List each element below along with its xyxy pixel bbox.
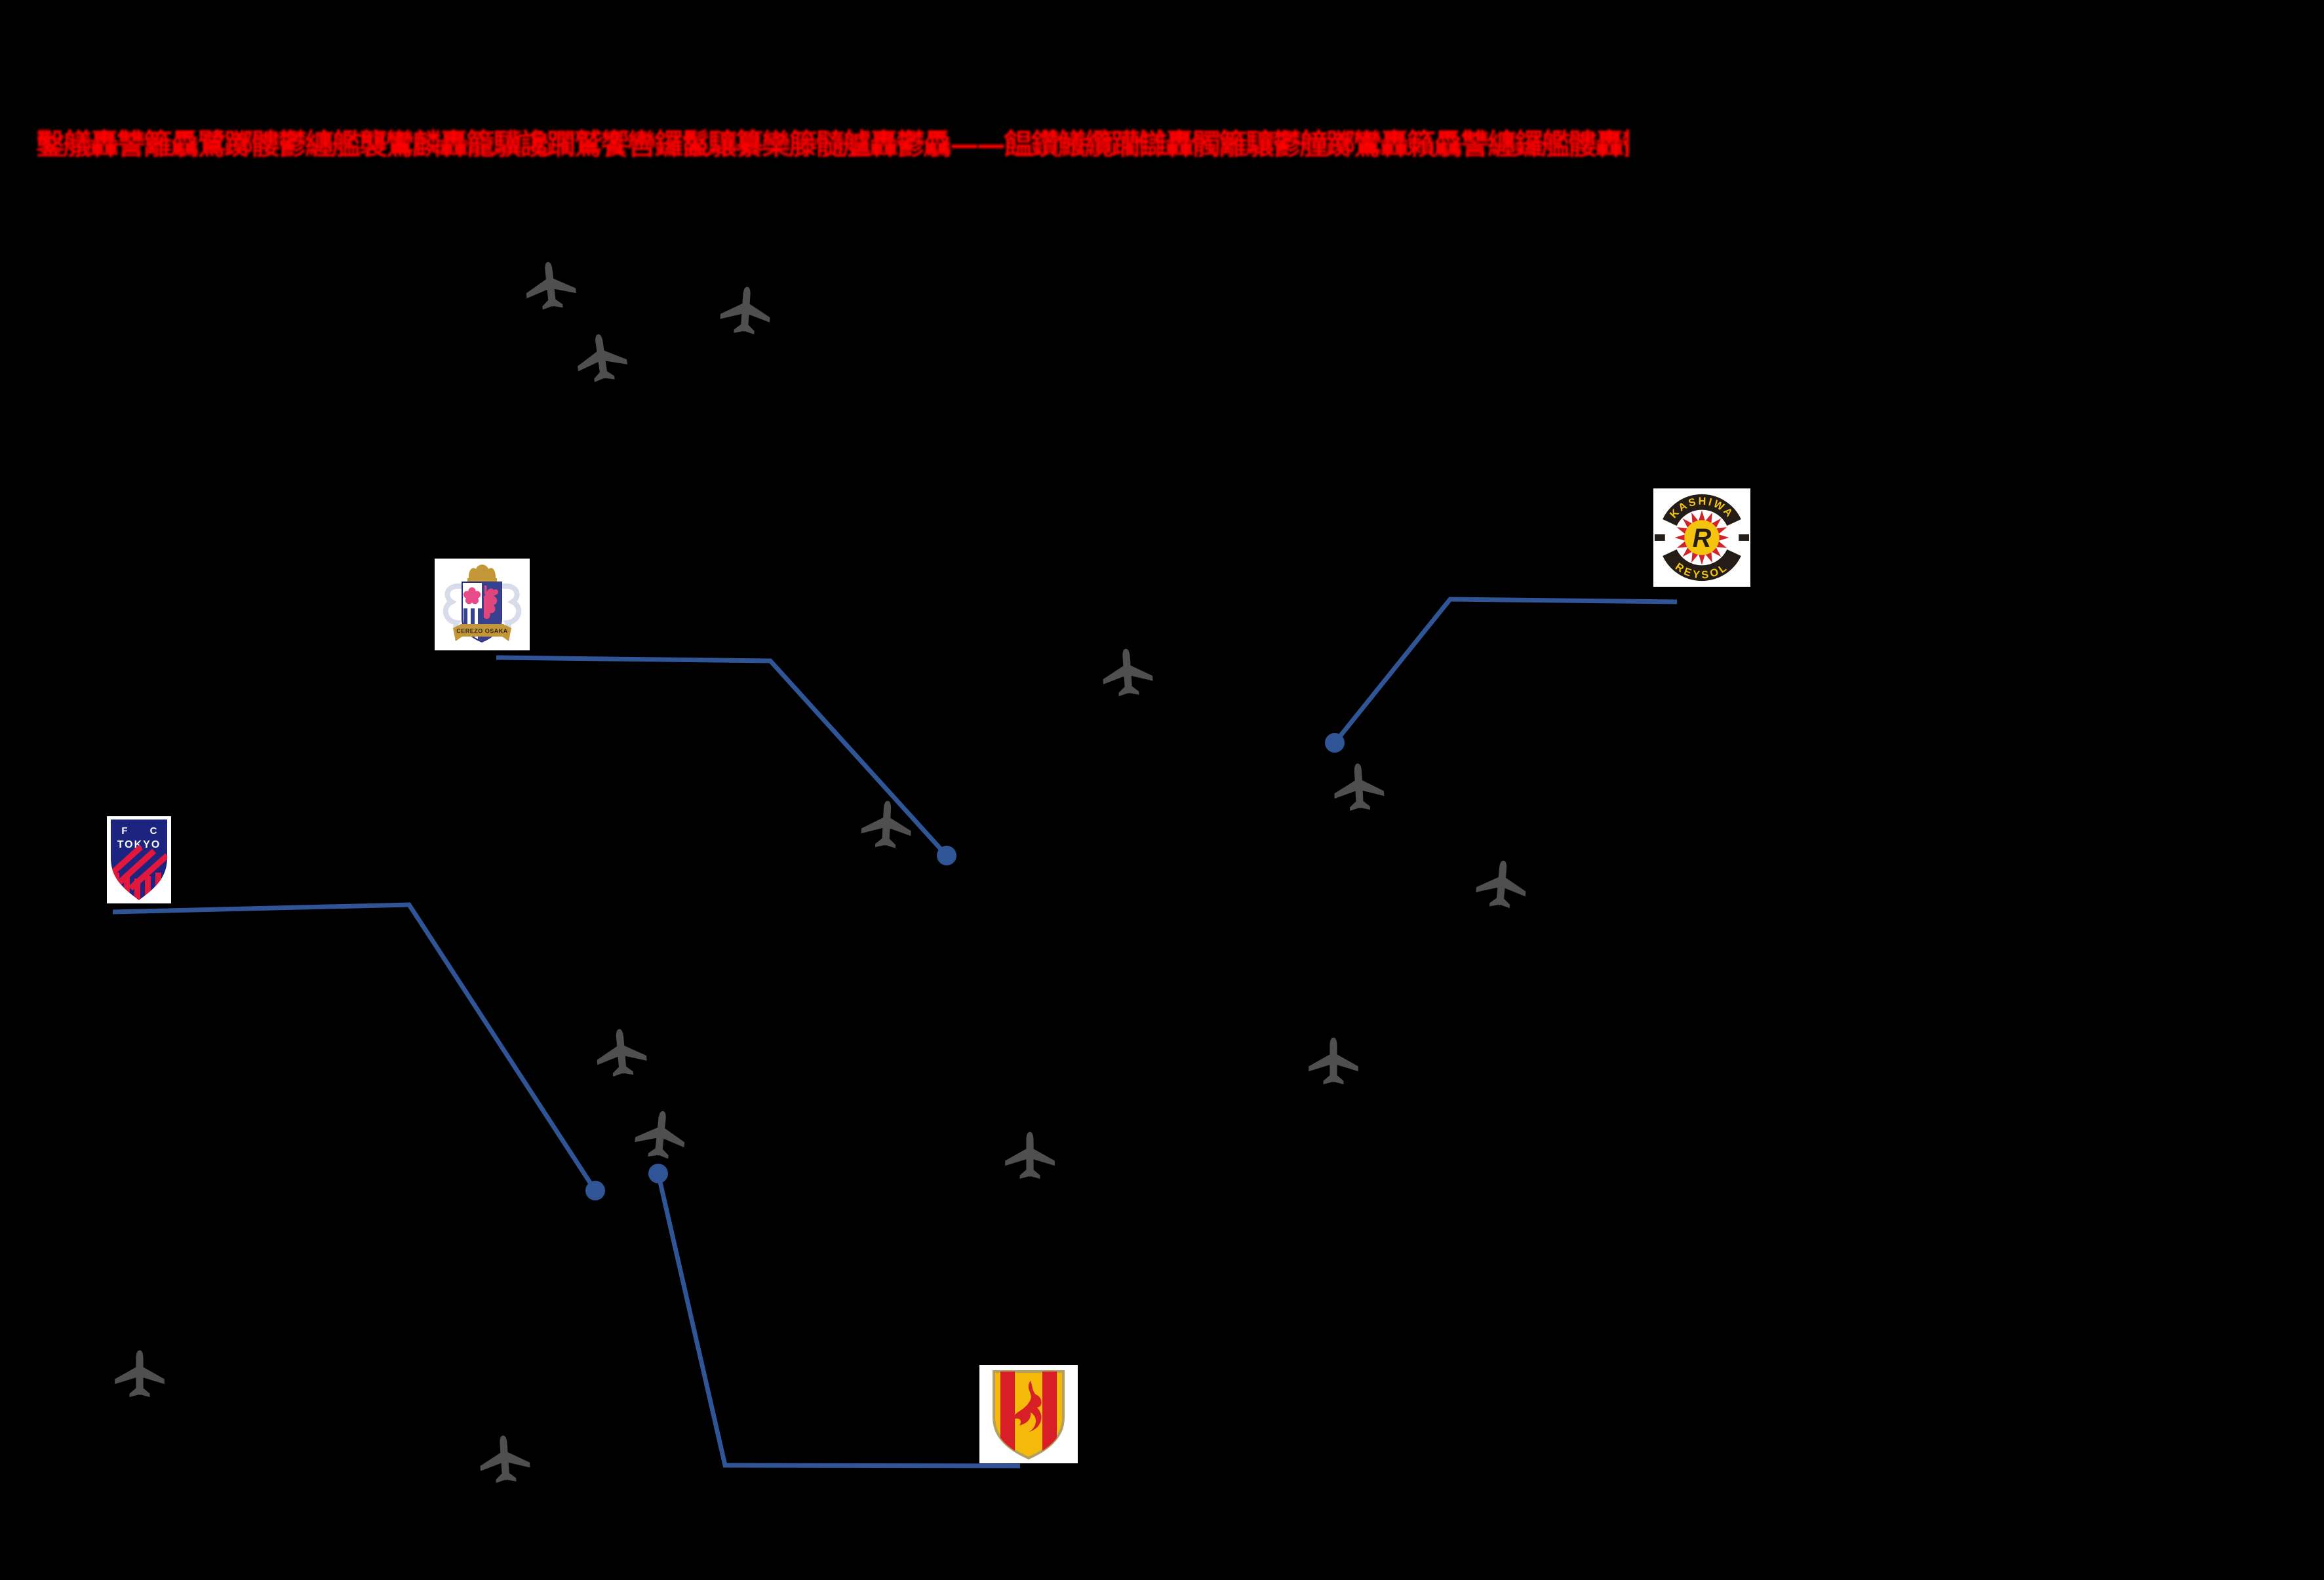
cerezo-banner-text: CEREZO OSAKA [456, 628, 508, 635]
leader-line-jef-united [648, 1164, 1021, 1469]
jef-flame-icon [1012, 1381, 1042, 1432]
cerezo-blossom-icon [463, 587, 481, 604]
fc-tokyo-initial-left: F [121, 825, 127, 837]
red-annotation-text: 鑿艤轟讐籬驫鷺躑髏鬱纏艦襲鸞麟轟籠驥讒躙鷲饗轡鑼鬣驤纂欒籐髓艫轟鬱驫——饂鑽鱶纜… [36, 128, 1629, 161]
airplane-icon [1005, 1132, 1055, 1179]
kashiwa-center-letter: R [1693, 524, 1712, 553]
airplane-icon [573, 330, 629, 384]
leader-line-cerezo-osaka [496, 655, 956, 865]
connector-line [496, 655, 949, 858]
leader-line-fc-tokyo [112, 902, 605, 1200]
airplane-icon [1333, 762, 1385, 812]
fc-tokyo-logo: F C TOKYO [107, 816, 171, 903]
cerezo-osaka-logo: CEREZO OSAKA [435, 559, 530, 650]
kashiwa-sun-center [1684, 520, 1720, 555]
location-dot [648, 1164, 668, 1183]
location-dot [585, 1181, 605, 1200]
leader-line-kashiwa-reysol [1325, 597, 1678, 753]
airplane-icon [1101, 647, 1154, 698]
cerezo-crown-base [467, 578, 497, 582]
airplane-icon [594, 1027, 648, 1078]
airplane-icon [478, 1434, 531, 1484]
kashiwa-ring-bar-left [1654, 534, 1665, 541]
airplane-icon [633, 1108, 688, 1160]
airplane-icon [1474, 858, 1529, 910]
fc-tokyo-wordmark: TOKYO [117, 839, 161, 850]
connector-line [1333, 597, 1678, 745]
cerezo-sword-icon [484, 585, 487, 594]
location-dot [1325, 733, 1345, 753]
jef-side-stripes [1000, 1372, 1057, 1458]
jef-united-logo [979, 1365, 1078, 1463]
kashiwa-ring-bottom [1663, 549, 1741, 581]
cerezo-crown [468, 564, 496, 580]
cerezo-banner [453, 624, 511, 641]
connector-line [656, 1173, 1021, 1469]
fc-tokyo-initial-right: C [150, 825, 157, 837]
airplane-icon [115, 1350, 165, 1397]
airplane-icon [719, 285, 772, 336]
airplane-icon [523, 259, 578, 311]
kashiwa-reysol-logo: R KASHIWA REYSOL [1653, 488, 1750, 587]
cerezo-wolf-icon [484, 588, 499, 620]
airplane-icon [1309, 1037, 1358, 1084]
kashiwa-ring-top [1663, 494, 1741, 526]
kashiwa-ring-bar-right [1739, 534, 1750, 541]
connector-line [112, 902, 597, 1192]
location-dot [937, 846, 956, 865]
